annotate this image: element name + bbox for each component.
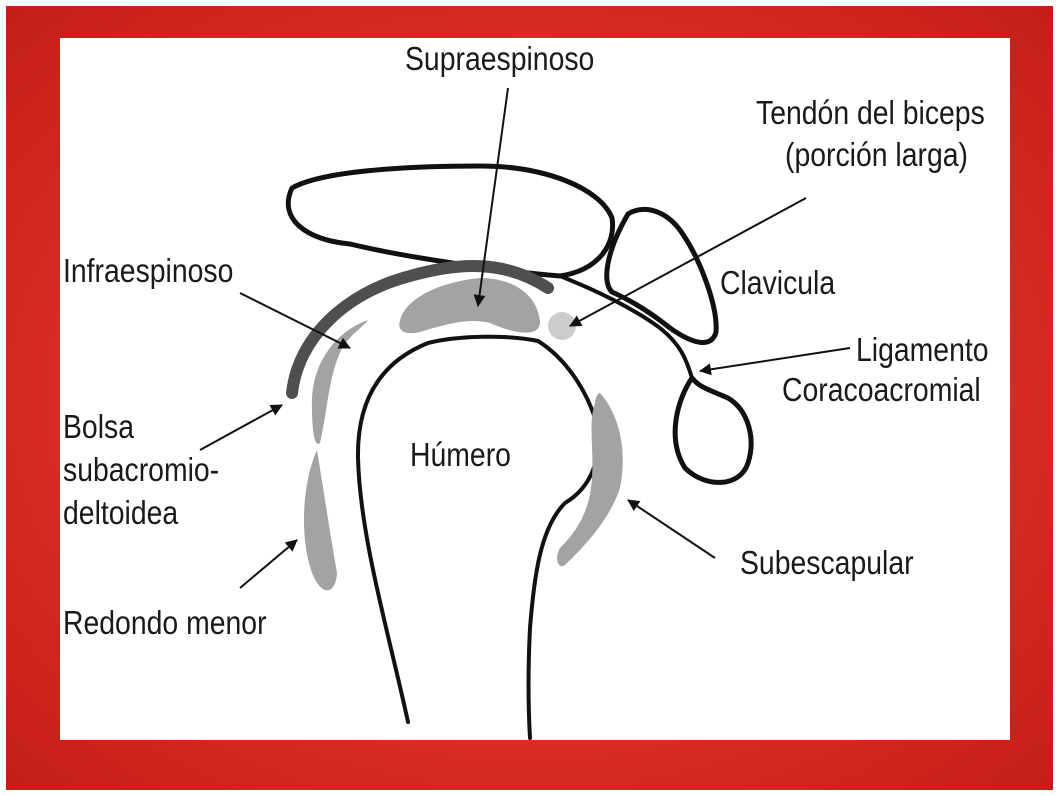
infraspinatus-band [286,260,554,399]
subscapularis-shape [557,393,623,567]
teres-minor-shape [303,450,337,591]
label-bolsa-line2: subacromio- [63,451,220,488]
label-tendon-biceps-line2: (porción larga) [785,136,968,173]
biceps-tendon-circle [548,312,576,340]
arrow-tendon [569,197,807,327]
label-bolsa-line1: Bolsa [63,408,135,445]
label-infraespinoso: Infraespinoso [63,252,234,289]
arrow-bolsa [199,404,283,451]
arrow-supraespinoso [473,87,509,307]
label-ligamento-line2: Coracoacromial [782,371,981,408]
coracoacromial-ligament [558,274,694,380]
label-subescapular: Subescapular [740,544,914,581]
shoulder-anatomy-diagram [199,87,851,740]
leader-arrows [199,87,851,589]
label-tendon-biceps-line1: Tendón del biceps [756,94,985,131]
label-ligamento-line1: Ligamento [856,331,989,368]
arrow-ligamento [699,347,851,376]
label-bolsa-line3: deltoidea [63,494,179,531]
acromion-outline [285,163,616,279]
coracoid-outline [672,375,754,485]
humerus-outline [355,334,601,740]
clavicle-outline [604,206,719,345]
label-clavicula: Clavicula [720,264,836,301]
supraspinatus-shape [399,278,540,334]
label-humero: Húmero [410,436,511,473]
arrow-subescapular [627,499,716,559]
arrow-infraespinoso [239,292,351,349]
diagram-panel: Supraespinoso Tendón del biceps (porción… [60,38,1010,740]
label-redondo-menor: Redondo menor [63,604,267,641]
label-supraespinoso: Supraespinoso [405,40,595,77]
arrow-redondo [239,539,298,589]
